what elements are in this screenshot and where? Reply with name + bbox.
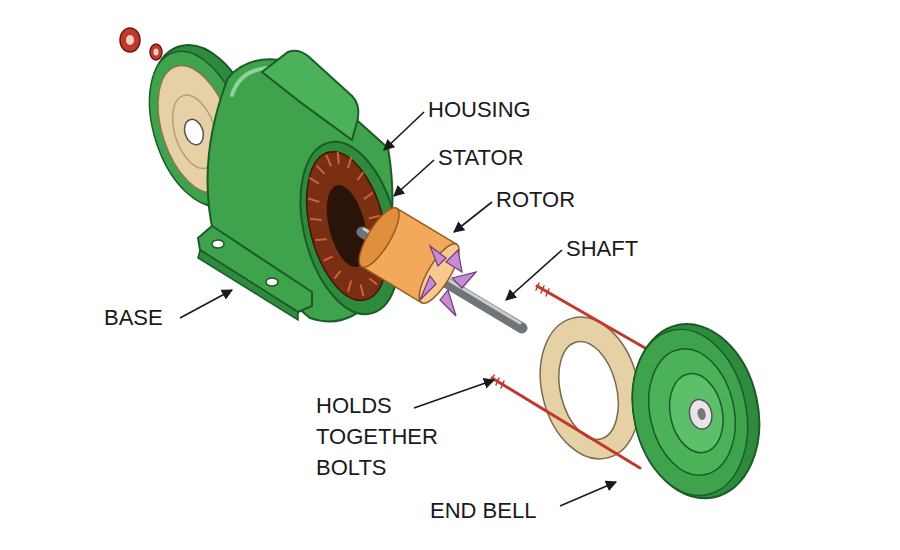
rotor-fan (420, 246, 476, 316)
part-label: END BELL (430, 495, 590, 526)
nuts (120, 28, 162, 60)
part-label: HOLDS TOGETHER BOLTS (316, 390, 444, 483)
part-label: SHAFT (566, 233, 726, 264)
part-label: STATOR (438, 142, 598, 173)
base (198, 226, 312, 320)
front-end-bell (617, 312, 775, 510)
part-label: HOUSING (428, 94, 588, 125)
part-label: ROTOR (496, 184, 656, 215)
part-label: BASE (104, 302, 224, 333)
leader-lines (180, 112, 616, 506)
